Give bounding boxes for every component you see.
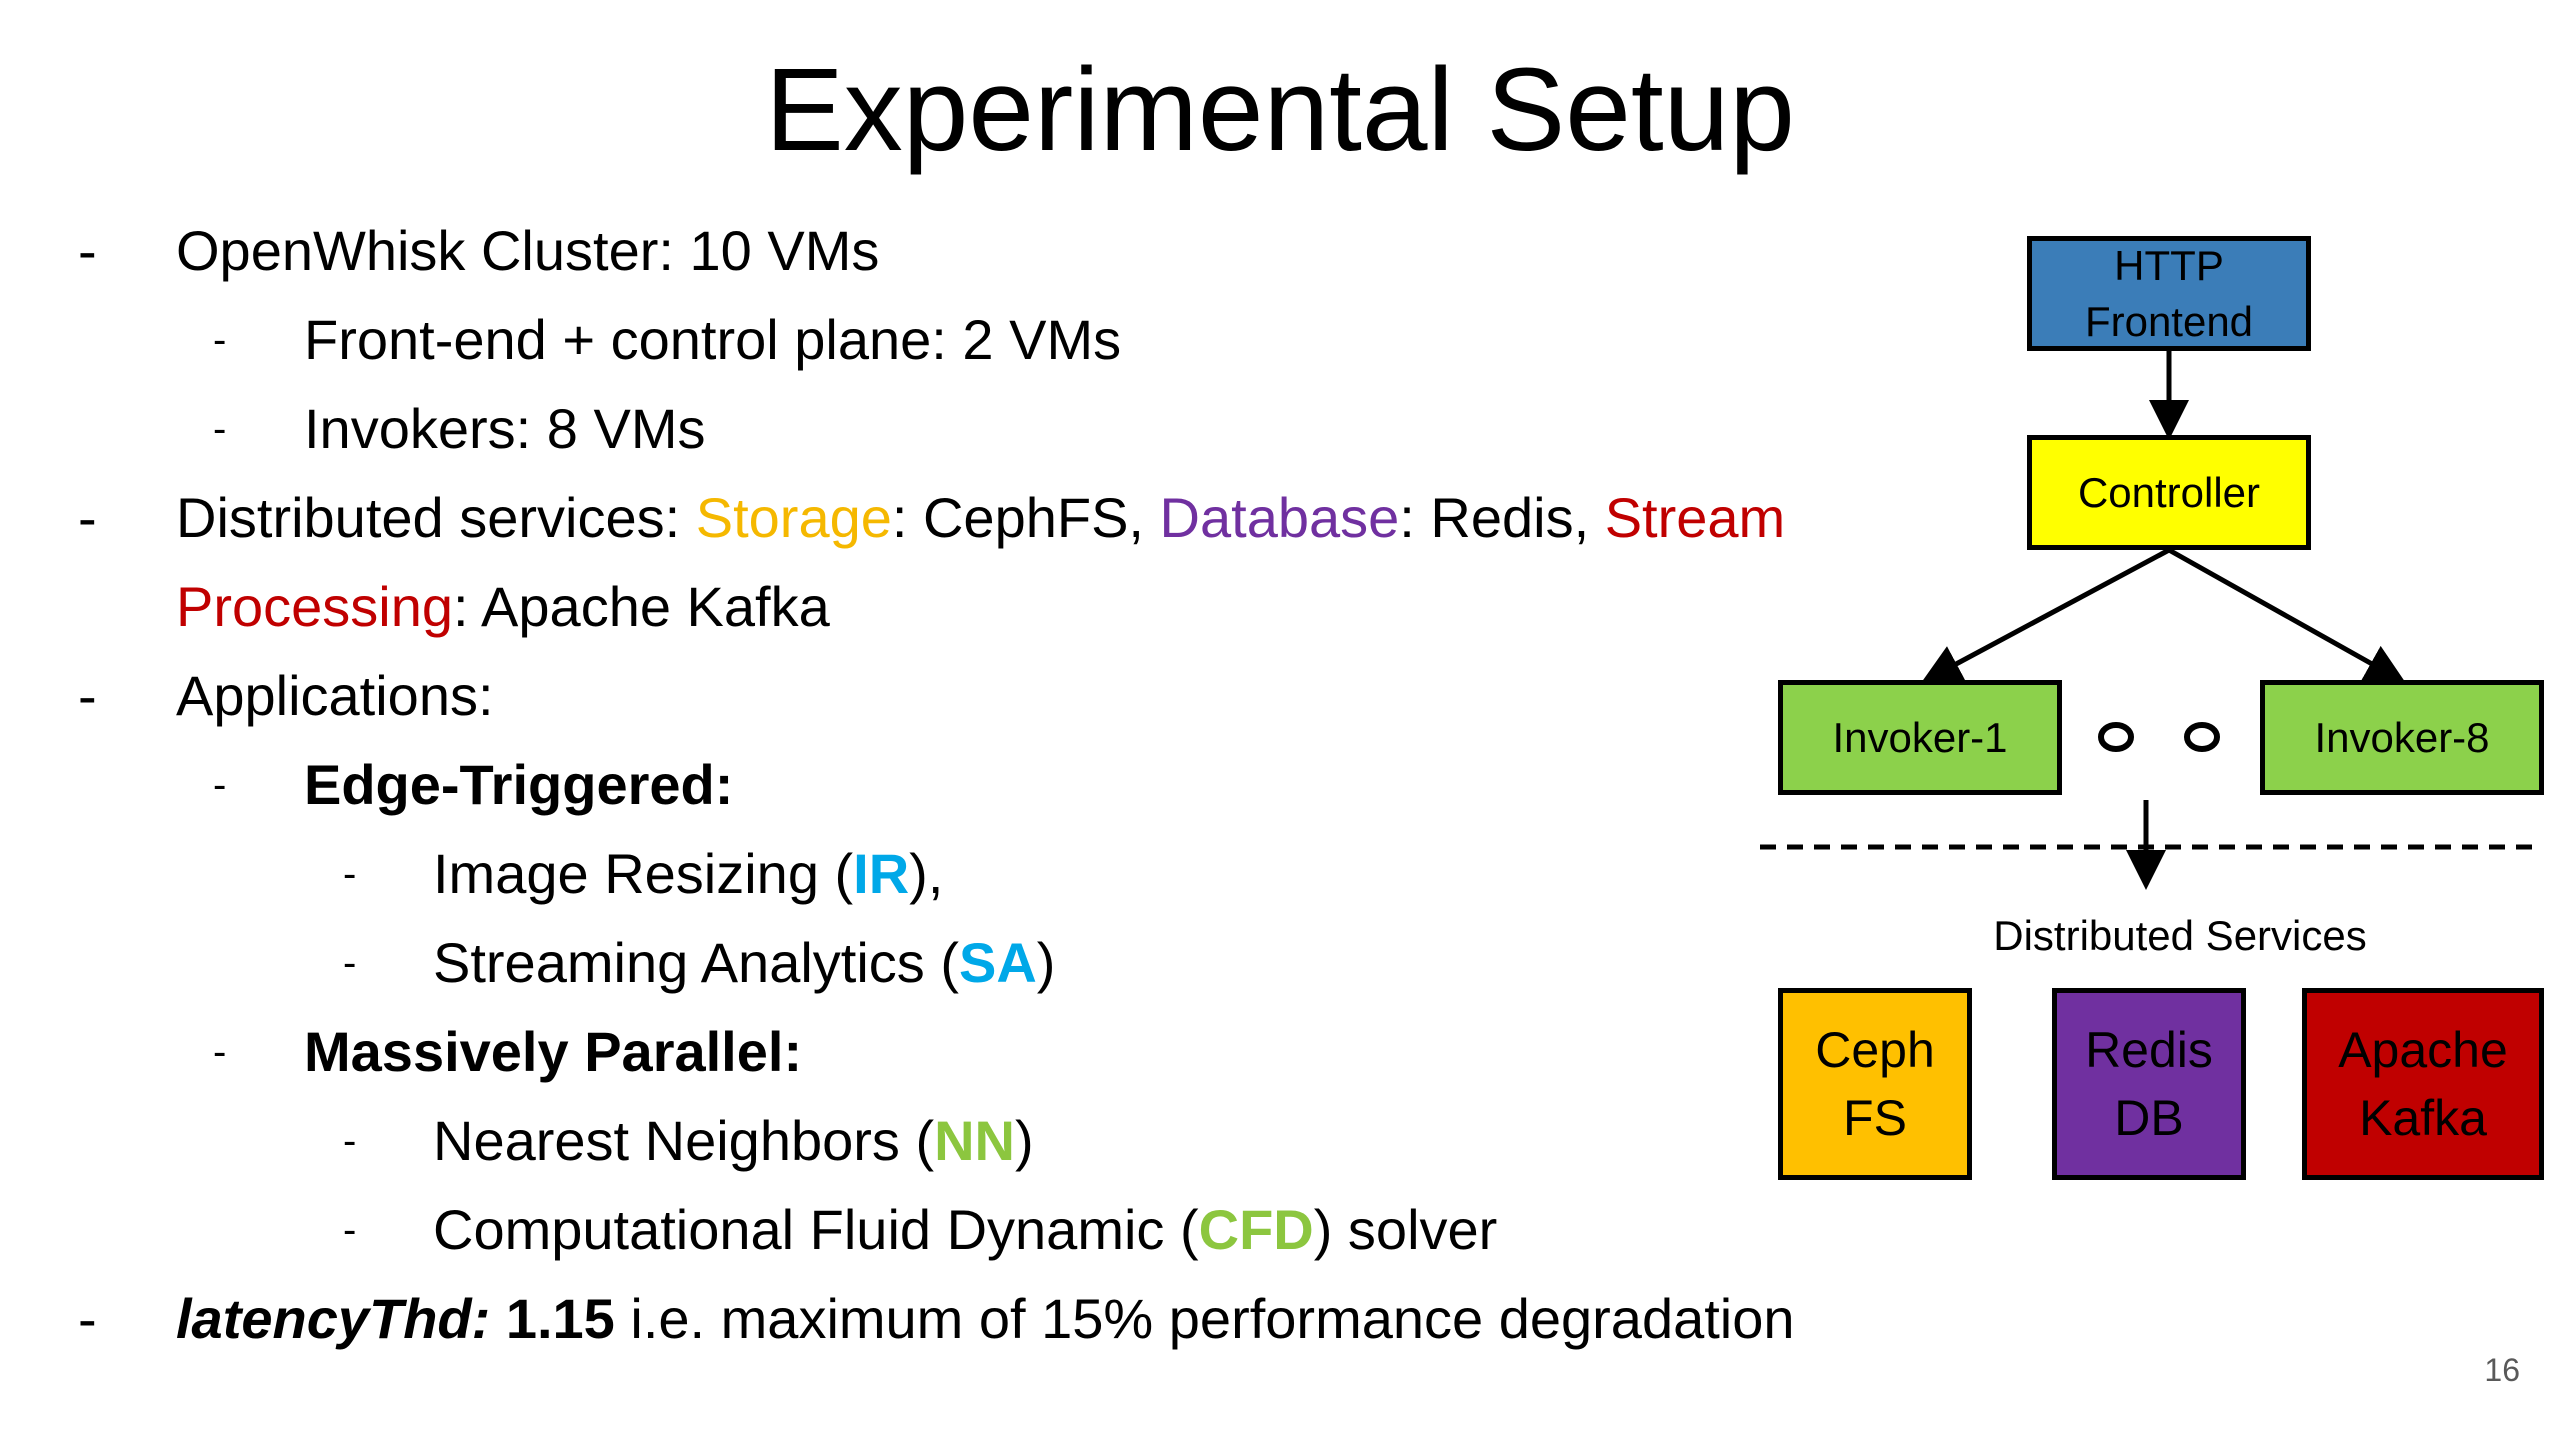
arrow-controller-to-invoker-1 (1921, 547, 2171, 683)
controller-box: Controller (2027, 435, 2311, 550)
processing-value: : Apache Kafka (453, 575, 830, 638)
sa-before: Streaming Analytics ( (433, 931, 959, 994)
bullet-text: Processing: Apache Kafka (176, 575, 830, 639)
bullet-streaming-analytics: - Streaming Analytics (SA) (0, 931, 1800, 995)
database-label: Database (1159, 486, 1400, 549)
bullet-text: Computational Fluid Dynamic (CFD) solver (433, 1198, 1497, 1262)
ceph-line2: FS (1843, 1090, 1907, 1146)
database-value: : Redis, (1399, 486, 1605, 549)
bullet-latency: - latencyThd: 1.15 i.e. maximum of 15% p… (0, 1287, 1900, 1351)
bullet-cfd: - Computational Fluid Dynamic (CFD) solv… (0, 1198, 1800, 1262)
bullet-massively-parallel: - Massively Parallel: (0, 1020, 1800, 1084)
arrow-controller-to-invoker-8 (2167, 547, 2406, 683)
bullet-text: OpenWhisk Cluster: 10 VMs (176, 219, 880, 282)
invoker-8-label: Invoker-8 (2314, 713, 2490, 761)
sa-acronym: SA (958, 931, 1037, 994)
bullet-dash: - (78, 1287, 97, 1350)
slide-title: Experimental Setup (765, 44, 1795, 176)
http-frontend-box: HTTP Frontend (2027, 236, 2311, 351)
sa-after: ) (1036, 931, 1056, 994)
bullet-text: Image Resizing (IR), (433, 842, 943, 906)
bullet-text: Applications: (176, 664, 494, 727)
bullet-text: Distributed services: Storage: CephFS, D… (176, 486, 1785, 550)
storage-value: : CephFS, (891, 486, 1160, 549)
apache-kafka-box: Apache Kafka (2302, 988, 2544, 1180)
invoker-8-box: Invoker-8 (2260, 680, 2544, 795)
bullet-applications: - Applications: (0, 664, 1800, 728)
ellipsis-dot-2 (2184, 722, 2220, 752)
redis-db-box: Redis DB (2052, 988, 2246, 1180)
invoker-1-box: Invoker-1 (1778, 680, 2062, 795)
nn-acronym: NN (934, 1109, 1015, 1172)
bullet-invokers: - Invokers: 8 VMs (0, 397, 1800, 461)
bullet-nearest-neighbors: - Nearest Neighbors (NN) (0, 1109, 1800, 1173)
latency-value: 1.15 (490, 1287, 615, 1350)
bullet-dash: - (78, 486, 97, 549)
bullet-dash: - (343, 941, 357, 985)
bullet-dash: - (213, 407, 227, 451)
ceph-fs-box: Ceph FS (1778, 988, 1972, 1180)
redis-line1: Redis (2085, 1022, 2213, 1078)
processing-label: Processing (176, 575, 454, 638)
cfd-acronym: CFD (1198, 1198, 1314, 1261)
distributed-services-label: Distributed Services (1993, 912, 2367, 959)
bullet-dash: - (343, 1208, 357, 1252)
ir-before: Image Resizing ( (433, 842, 854, 905)
bullet-dash: - (78, 219, 97, 282)
bullet-distributed-services-cont: Processing: Apache Kafka (0, 575, 1800, 639)
ceph-line1: Ceph (1815, 1022, 1935, 1078)
bullet-dash: - (343, 1119, 357, 1163)
redis-line2: DB (2114, 1090, 2184, 1146)
kafka-line1: Apache (2338, 1022, 2508, 1078)
distributed-prefix: Distributed services: (176, 486, 696, 549)
bullet-dash: - (78, 664, 97, 727)
nn-before: Nearest Neighbors ( (433, 1109, 935, 1172)
http-frontend-line1: HTTP (2114, 241, 2224, 289)
bullet-text: Massively Parallel: (304, 1020, 803, 1083)
bullet-text: Streaming Analytics (SA) (433, 931, 1055, 995)
bullet-text: Edge-Triggered: (304, 753, 734, 816)
ir-after: ), (909, 842, 944, 905)
ir-acronym: IR (853, 842, 910, 905)
bullet-dash: - (343, 852, 357, 896)
bullet-image-resizing: - Image Resizing (IR), (0, 842, 1800, 906)
bullet-dash: - (213, 763, 227, 807)
cfd-after: ) solver (1313, 1198, 1498, 1261)
kafka-line2: Kafka (2359, 1090, 2487, 1146)
page-number: 16 (2484, 1352, 2520, 1388)
stream-label: Stream (1604, 486, 1786, 549)
bullet-frontend-control: - Front-end + control plane: 2 VMs (0, 308, 1800, 372)
bullet-distributed-services: - Distributed services: Storage: CephFS,… (0, 486, 1820, 550)
bullet-text: Front-end + control plane: 2 VMs (304, 308, 1122, 371)
http-frontend-line2: Frontend (2084, 297, 2254, 345)
bullet-text: latencyThd: 1.15 i.e. maximum of 15% per… (176, 1287, 1795, 1351)
bullet-text: Nearest Neighbors (NN) (433, 1109, 1034, 1173)
cfd-before: Computational Fluid Dynamic ( (433, 1198, 1199, 1261)
nn-after: ) (1015, 1109, 1034, 1172)
bullet-edge-triggered: - Edge-Triggered: (0, 753, 1800, 817)
invoker-1-label: Invoker-1 (1832, 713, 2008, 761)
bullet-dash: - (213, 318, 227, 362)
latency-label: latencyThd: (176, 1287, 491, 1350)
latency-rest: i.e. maximum of 15% performance degradat… (614, 1287, 1795, 1350)
bullet-openwhisk: - OpenWhisk Cluster: 10 VMs (0, 219, 1800, 283)
storage-label: Storage (695, 486, 892, 549)
ellipsis-dot-1 (2098, 722, 2134, 752)
bullet-text: Invokers: 8 VMs (304, 397, 706, 460)
controller-label: Controller (2077, 468, 2261, 516)
bullet-dash: - (213, 1030, 227, 1074)
